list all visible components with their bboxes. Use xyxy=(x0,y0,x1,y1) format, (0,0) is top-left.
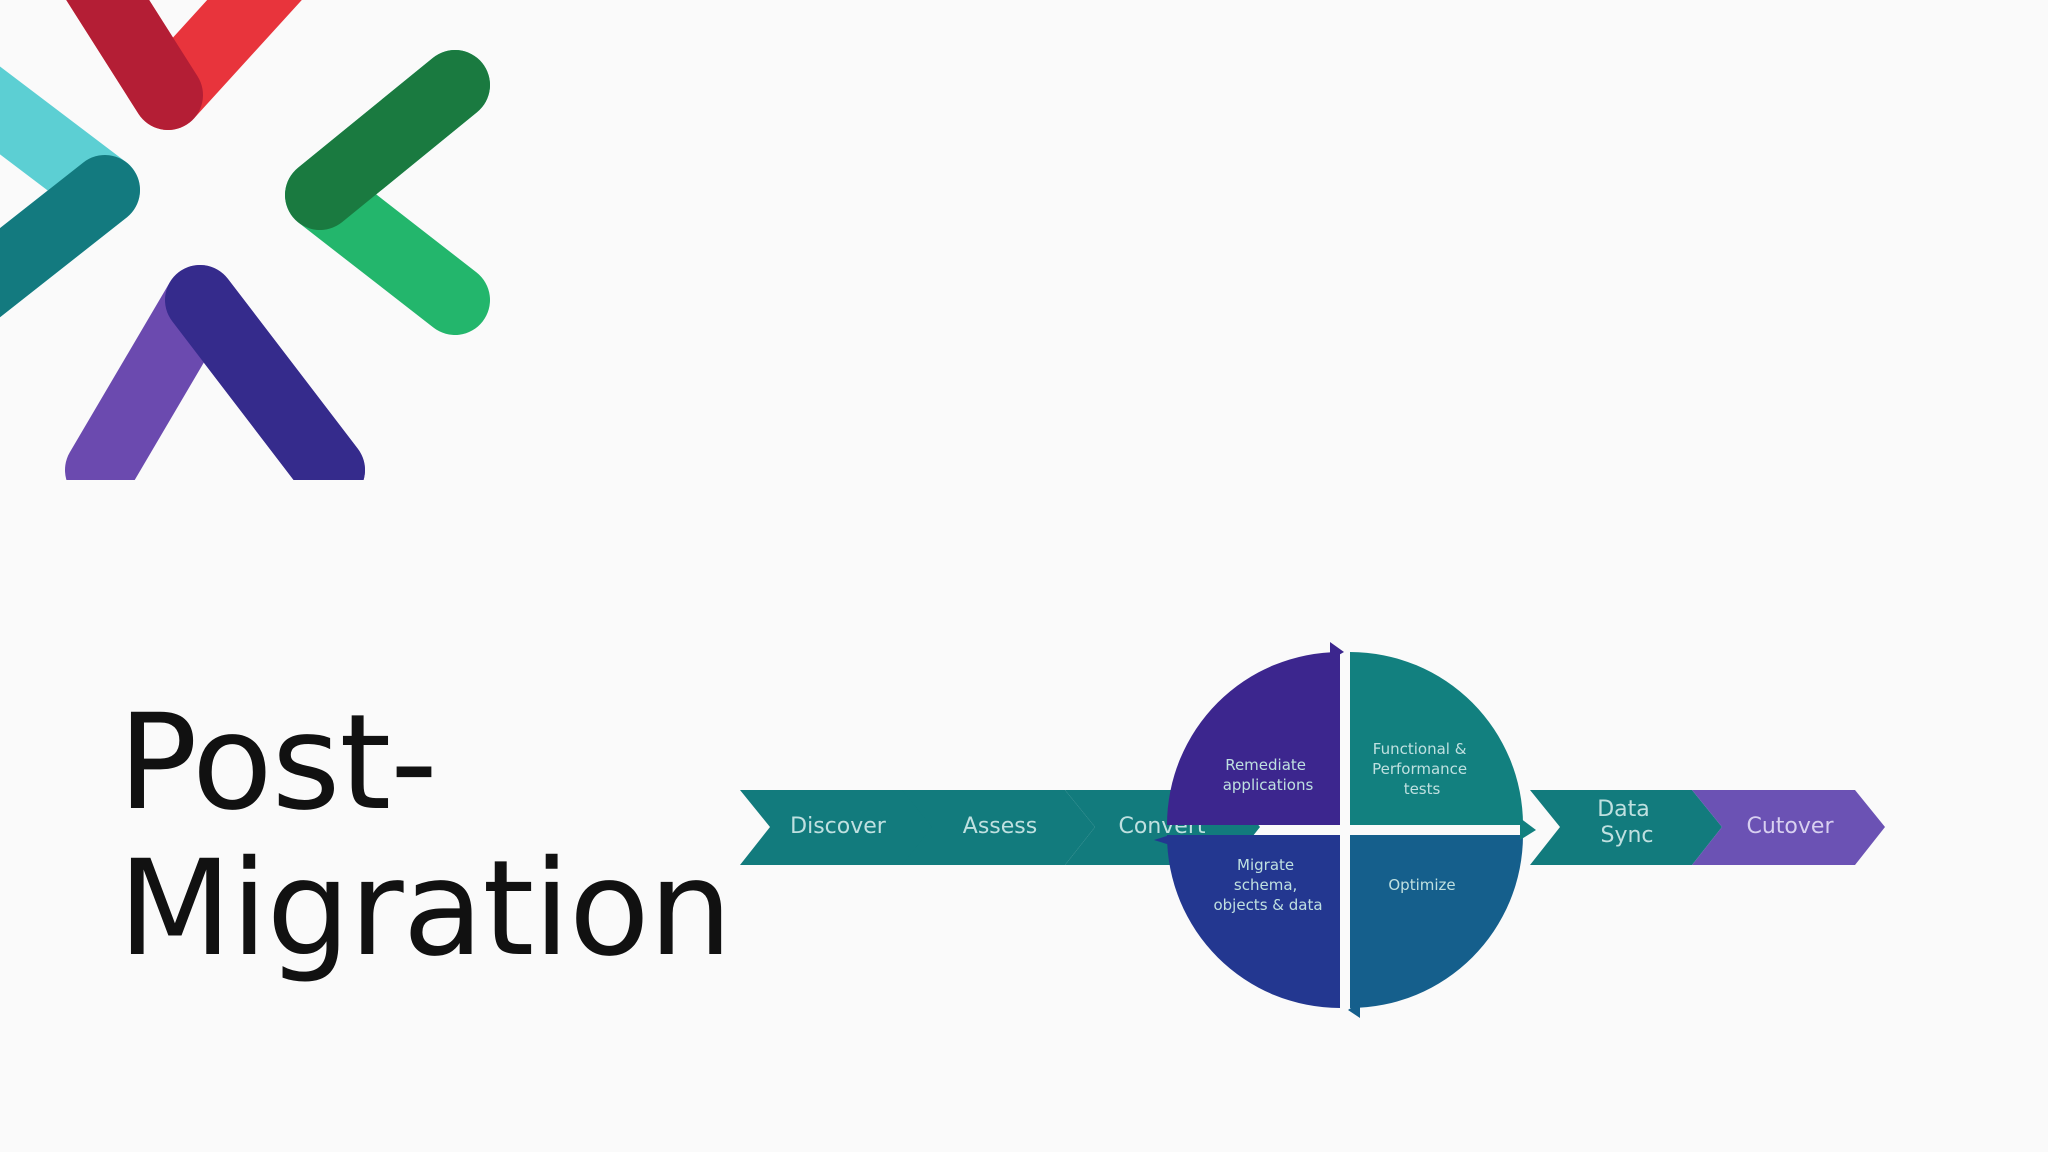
step-cutover-line-1: Cutover xyxy=(1747,814,1835,839)
cycle-arrowhead-top xyxy=(1330,642,1344,660)
cycle-label-migrate-line-3: objects & data xyxy=(1213,896,1322,914)
cycle-quadrant-functional-tests xyxy=(1350,652,1523,825)
converging-chevrons-logo xyxy=(0,0,490,480)
step-discover-chevron xyxy=(740,790,935,865)
cycle-label-functional-tests: Functional & Performance tests xyxy=(1372,740,1472,798)
step-data-sync-line-1: Data xyxy=(1597,797,1650,822)
cycle-label-optimize: Optimize xyxy=(1388,876,1455,894)
cycle-arrowhead-right xyxy=(1520,818,1536,840)
step-data-sync-chevron xyxy=(1530,790,1722,865)
cycle-quadrant-optimize xyxy=(1350,835,1523,1008)
slide-title: Post- Migration xyxy=(118,686,732,986)
slide-title-line-2: Migration xyxy=(118,832,732,986)
cycle-quadrant-remediate xyxy=(1167,652,1340,825)
migration-process-diagram: Discover Assess Convert Remediate applic… xyxy=(740,642,1885,1018)
cycle-arrowhead-left xyxy=(1154,835,1170,845)
cycle-label-remediate-line-2: applications xyxy=(1223,776,1314,794)
cycle-label-optimize-line-1: Optimize xyxy=(1388,876,1455,894)
cycle-label-migrate-line-1: Migrate xyxy=(1237,856,1294,874)
cycle-label-functional-line-3: tests xyxy=(1404,780,1441,798)
step-assess-chevron xyxy=(902,790,1095,865)
cycle-label-migrate: Migrate schema, objects & data xyxy=(1213,856,1322,914)
step-data-sync-label: Data Sync xyxy=(1597,797,1657,848)
step-data-sync-line-2: Sync xyxy=(1600,823,1653,848)
cycle-quadrant-migrate xyxy=(1167,835,1340,1008)
cycle-label-remediate: Remediate applications xyxy=(1223,756,1314,794)
cycle-label-remediate-line-1: Remediate xyxy=(1225,756,1306,774)
cycle-label-functional-line-1: Functional & xyxy=(1373,740,1467,758)
step-cutover-chevron xyxy=(1692,790,1885,865)
step-assess-label: Assess xyxy=(963,814,1037,839)
cycle-label-functional-line-2: Performance xyxy=(1372,760,1467,778)
cycle-label-migrate-line-2: schema, xyxy=(1234,876,1297,894)
slide-title-line-1: Post- xyxy=(118,686,438,840)
cycle-arrowhead-bottom xyxy=(1348,1002,1360,1018)
step-cutover-label: Cutover xyxy=(1747,814,1835,839)
company-logo xyxy=(0,0,490,480)
step-discover-label: Discover xyxy=(790,814,887,839)
